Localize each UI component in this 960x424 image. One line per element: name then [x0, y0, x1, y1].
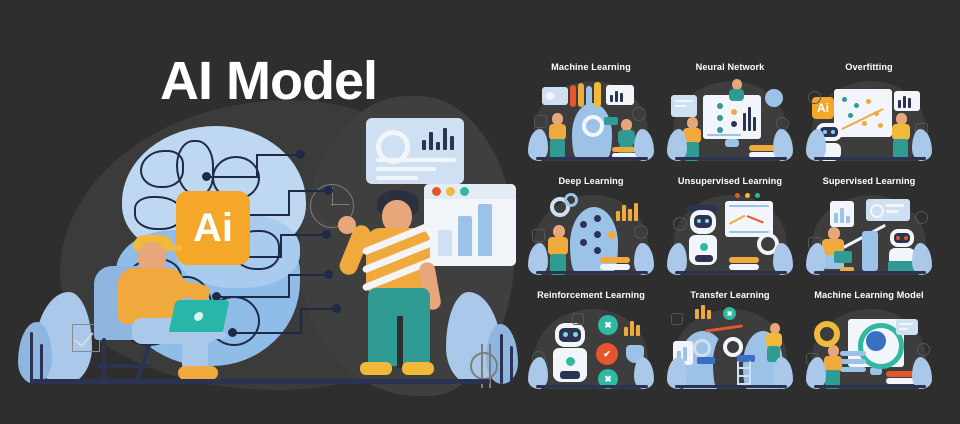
- grid-cell-label: Unsupervised Learning: [677, 176, 783, 186]
- grid-cell-supervised-learning[interactable]: Supervised Learning: [802, 176, 936, 284]
- hero-illustration: AI Model ☆: [0, 0, 520, 424]
- grid-cell-machine-learning[interactable]: Machine Learning: [524, 62, 658, 170]
- grid-cell-label: Reinforcement Learning: [537, 290, 645, 300]
- brain-icon: [866, 331, 886, 351]
- page-title: AI Model: [160, 51, 378, 112]
- gear-icon: [550, 197, 570, 217]
- gear-icon: [814, 321, 840, 347]
- browser-chart-window: [424, 184, 516, 266]
- mini-dashboard: [542, 87, 568, 105]
- gear-icon: [693, 339, 711, 357]
- grid-cell-illustration: [526, 191, 656, 282]
- grass-blade: [30, 332, 33, 384]
- grid-cell-label: Machine Learning: [551, 62, 631, 72]
- check-badge: ✔: [596, 343, 618, 365]
- grid-cell-illustration: [804, 191, 934, 282]
- grid-cell-label: Neural Network: [695, 62, 765, 72]
- window-dot-green: [460, 187, 469, 196]
- books: [600, 257, 630, 263]
- grid-cell-illustration: [526, 77, 656, 168]
- grid-cell-deep-learning[interactable]: Deep Learning: [524, 176, 658, 284]
- cycle-arrows: [858, 323, 904, 369]
- man-pointing: [336, 176, 472, 388]
- grid-cell-illustration: [665, 77, 795, 168]
- grid-cell-neural-network[interactable]: Neural Network: [663, 62, 797, 170]
- concept-grid: Machine Learning: [524, 62, 948, 404]
- globe-icon: [765, 89, 783, 107]
- grass-blade: [510, 346, 513, 384]
- person-right: [890, 113, 914, 161]
- person-left: [546, 113, 570, 161]
- person-left: [546, 225, 572, 275]
- grass-blade: [40, 344, 43, 384]
- cross-badge: ✖: [598, 315, 618, 335]
- person-with-laptop: [820, 227, 852, 275]
- plant-left-small: [18, 322, 52, 384]
- dashboard-card: [366, 118, 464, 184]
- gear-icon: [723, 337, 743, 357]
- grid-cell-overfitting[interactable]: Overfitting Ai: [802, 62, 936, 170]
- gear-icon: [564, 193, 578, 207]
- grid-cell-label: Overfitting: [845, 62, 893, 72]
- grid-cell-unsupervised-learning[interactable]: Unsupervised Learning: [663, 176, 797, 284]
- laptop-screen: [168, 300, 230, 334]
- grid-cell-label: Deep Learning: [558, 176, 624, 186]
- grid-cell-illustration: ✖ ✔ ✖: [526, 305, 656, 396]
- books: [749, 145, 779, 151]
- cross-badge: ✖: [598, 369, 618, 389]
- grid-cell-illustration: ✖: [665, 305, 795, 396]
- grid-cell-reinforcement-learning[interactable]: Reinforcement Learning ✖ ✔ ✖: [524, 290, 658, 398]
- grid-cell-transfer-learning[interactable]: Transfer Learning: [663, 290, 797, 398]
- mini-dashboard: [896, 319, 918, 335]
- grid-cell-label: Machine Learning Model: [814, 290, 924, 300]
- books: [886, 371, 916, 377]
- grass-blade: [500, 334, 503, 384]
- hero-stage: ☆: [0, 96, 520, 406]
- graduate-robot: [683, 205, 725, 275]
- window-dot-yellow: [446, 187, 455, 196]
- bar-chart-icon: [422, 128, 456, 150]
- ground-line: [30, 379, 490, 384]
- grid-cell-label: Supervised Learning: [822, 176, 916, 186]
- robot-with-laptop: [884, 229, 918, 275]
- grid-cell-illustration: [665, 191, 795, 282]
- presentation-board: [703, 95, 761, 139]
- grid-cell-label: Transfer Learning: [690, 290, 770, 300]
- cross-badge: ✖: [723, 307, 736, 320]
- books: [612, 147, 640, 152]
- books: [729, 257, 759, 263]
- window-dot-red: [432, 187, 441, 196]
- person-pointing: [681, 117, 705, 161]
- robot: [548, 323, 592, 389]
- grid-cell-illustration: [804, 305, 934, 396]
- grid-cell-machine-learning-model[interactable]: Machine Learning Model: [802, 290, 936, 398]
- gear-icon: [582, 115, 604, 137]
- person-top: [727, 79, 747, 101]
- ai-logo-badge: Ai: [176, 191, 250, 265]
- person-left: [822, 345, 846, 389]
- grid-cell-illustration: Ai: [804, 77, 934, 168]
- pie-chart-outline-icon: [310, 184, 354, 228]
- worker-with-laptop: [86, 214, 230, 386]
